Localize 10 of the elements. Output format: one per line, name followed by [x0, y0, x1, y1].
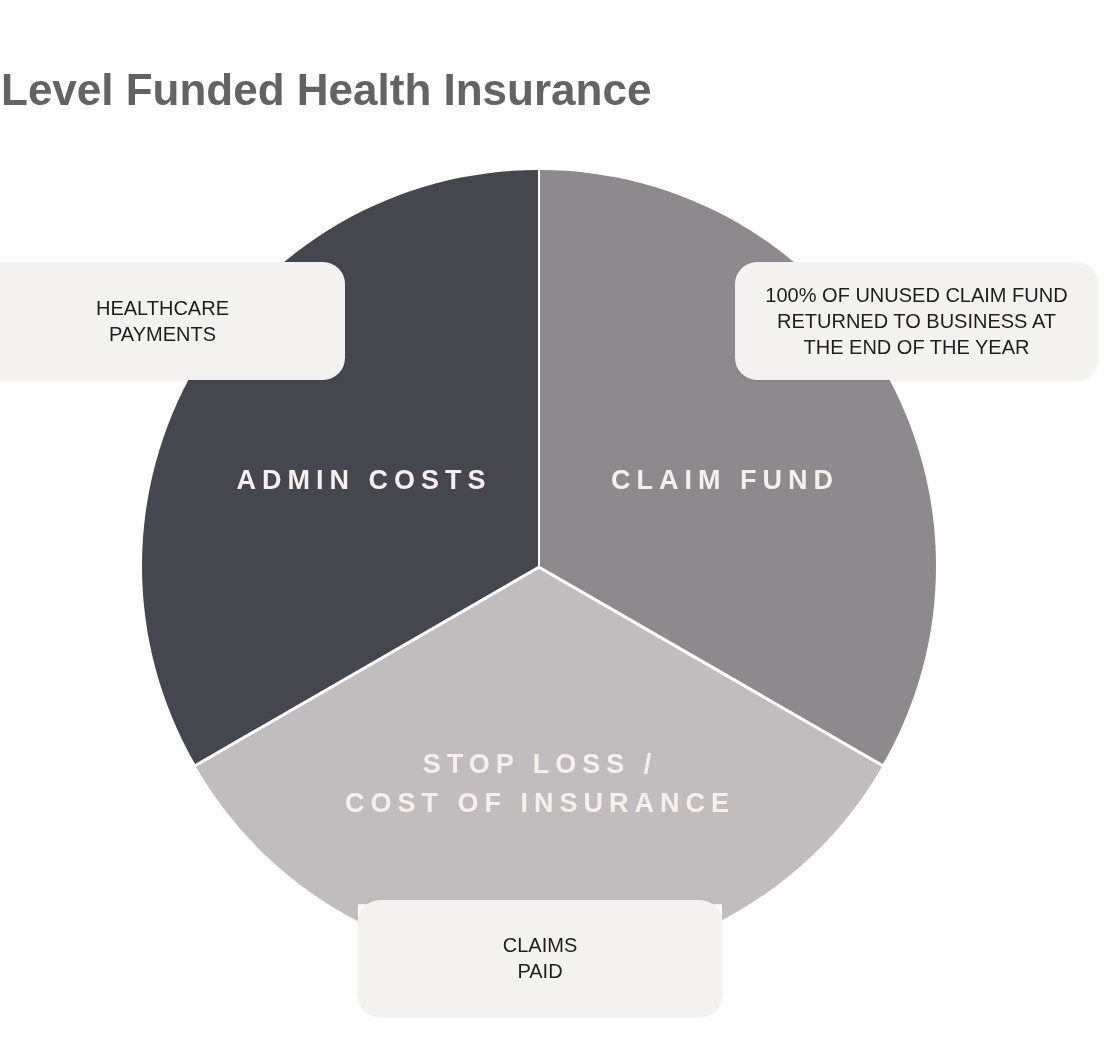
- sector-label: ADMIN COSTS: [236, 463, 492, 497]
- callout-text: HEALTHCARE PAYMENTS: [96, 296, 229, 347]
- callout-text: CLAIMS PAID: [502, 933, 578, 984]
- callout-text: 100% OF UNUSED CLAIM FUND RETURNED TO BUSINESS AT THE END OF THE YEAR: [765, 283, 1068, 360]
- sector-label: CLAIM FUND: [611, 463, 839, 497]
- callout-box: [358, 900, 722, 1016]
- callout-box: [0, 262, 345, 380]
- pie-sector: [196, 568, 882, 921]
- callout-box: [735, 262, 1098, 380]
- diagram-title: Level Funded Health Insurance: [1, 64, 652, 116]
